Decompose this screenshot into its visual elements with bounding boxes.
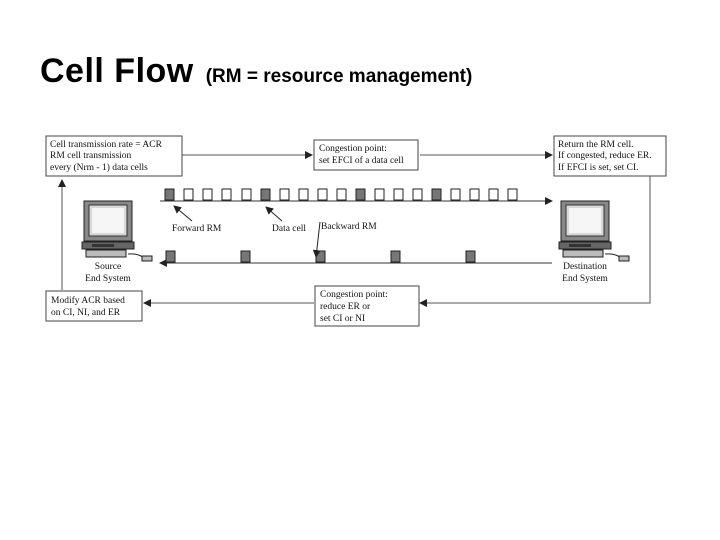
- box-source-modify: Modify ACR based on CI, NI, and ER: [45, 290, 143, 322]
- data-cell: [279, 188, 290, 201]
- label-source-line2: End System: [85, 274, 131, 284]
- forward-rm-cell: [431, 188, 442, 201]
- backward-rm-cell: [390, 250, 401, 263]
- label-pointers: [173, 205, 321, 258]
- box-line: reduce ER or: [320, 302, 371, 312]
- forward-cells: [164, 188, 518, 201]
- box-congestion-forward: Congestion point: set EFCI of a data cel…: [313, 139, 419, 171]
- label-source-line1: Source: [95, 262, 121, 272]
- box-line: set EFCI of a data cell: [319, 155, 404, 166]
- label-destination-line1: Destination: [563, 262, 607, 272]
- box-line: If EFCI is set, set CI.: [558, 162, 638, 173]
- desktop-computer-icon: [558, 200, 630, 262]
- data-cell: [298, 188, 309, 201]
- box-line: RM cell transmission: [50, 151, 132, 161]
- backward-rm-cell: [315, 250, 326, 263]
- label-data-cell: Data cell: [272, 224, 306, 234]
- box-line: If congested, reduce ER.: [558, 150, 652, 161]
- data-cell: [412, 188, 423, 201]
- connector-destination-to-congestion: [419, 176, 651, 307]
- title-row: Cell Flow (RM = resource management): [40, 52, 472, 91]
- backward-rm-cell: [165, 250, 176, 263]
- data-cell: [317, 188, 328, 201]
- pointer-backward-rm: [312, 221, 321, 258]
- data-cell: [393, 188, 404, 201]
- data-cell: [202, 188, 213, 201]
- backward-cell-stream: [159, 250, 552, 267]
- box-source-rate: Cell transmission rate = ACR RM cell tra…: [45, 135, 183, 177]
- page-title: Cell Flow: [40, 52, 194, 90]
- box-line: on CI, NI, and ER: [51, 308, 121, 318]
- forward-cell-stream: [160, 188, 553, 205]
- label-backward-rm: Backward RM: [321, 222, 377, 232]
- box-line: set CI or NI: [320, 314, 365, 324]
- box-line: every (Nrm - 1) data cells: [50, 162, 148, 173]
- data-cell: [241, 188, 252, 201]
- data-cell: [336, 188, 347, 201]
- box-line: Congestion point:: [320, 290, 388, 300]
- data-cell: [469, 188, 480, 201]
- pointer-data-cell: [265, 206, 283, 222]
- data-cell: [374, 188, 385, 201]
- forward-rm-cell: [260, 188, 271, 201]
- forward-rm-cell: [164, 188, 175, 201]
- label-forward-rm: Forward RM: [172, 224, 222, 234]
- pointer-forward-rm: [173, 205, 193, 222]
- data-cell: [488, 188, 499, 201]
- backward-rm-cell: [240, 250, 251, 263]
- page-subtitle: (RM = resource management): [205, 66, 473, 87]
- backward-rm-cell: [465, 250, 476, 263]
- desktop-computer-icon: [81, 200, 153, 262]
- data-cell: [183, 188, 194, 201]
- box-line: Return the RM cell.: [558, 140, 633, 150]
- backward-cells: [165, 250, 476, 263]
- data-cell: [507, 188, 518, 201]
- forward-rm-cell: [355, 188, 366, 201]
- box-line: Cell transmission rate = ACR: [50, 140, 163, 150]
- label-destination-line2: End System: [562, 274, 608, 284]
- box-line: Congestion point:: [319, 144, 387, 154]
- data-cell: [450, 188, 461, 201]
- data-cell: [221, 188, 232, 201]
- box-destination-return: Return the RM cell. If congested, reduce…: [553, 135, 667, 177]
- box-line: Modify ACR based: [51, 295, 125, 306]
- box-congestion-backward: Congestion point: reduce ER or set CI or…: [314, 285, 420, 327]
- feedback-connectors: [58, 151, 651, 307]
